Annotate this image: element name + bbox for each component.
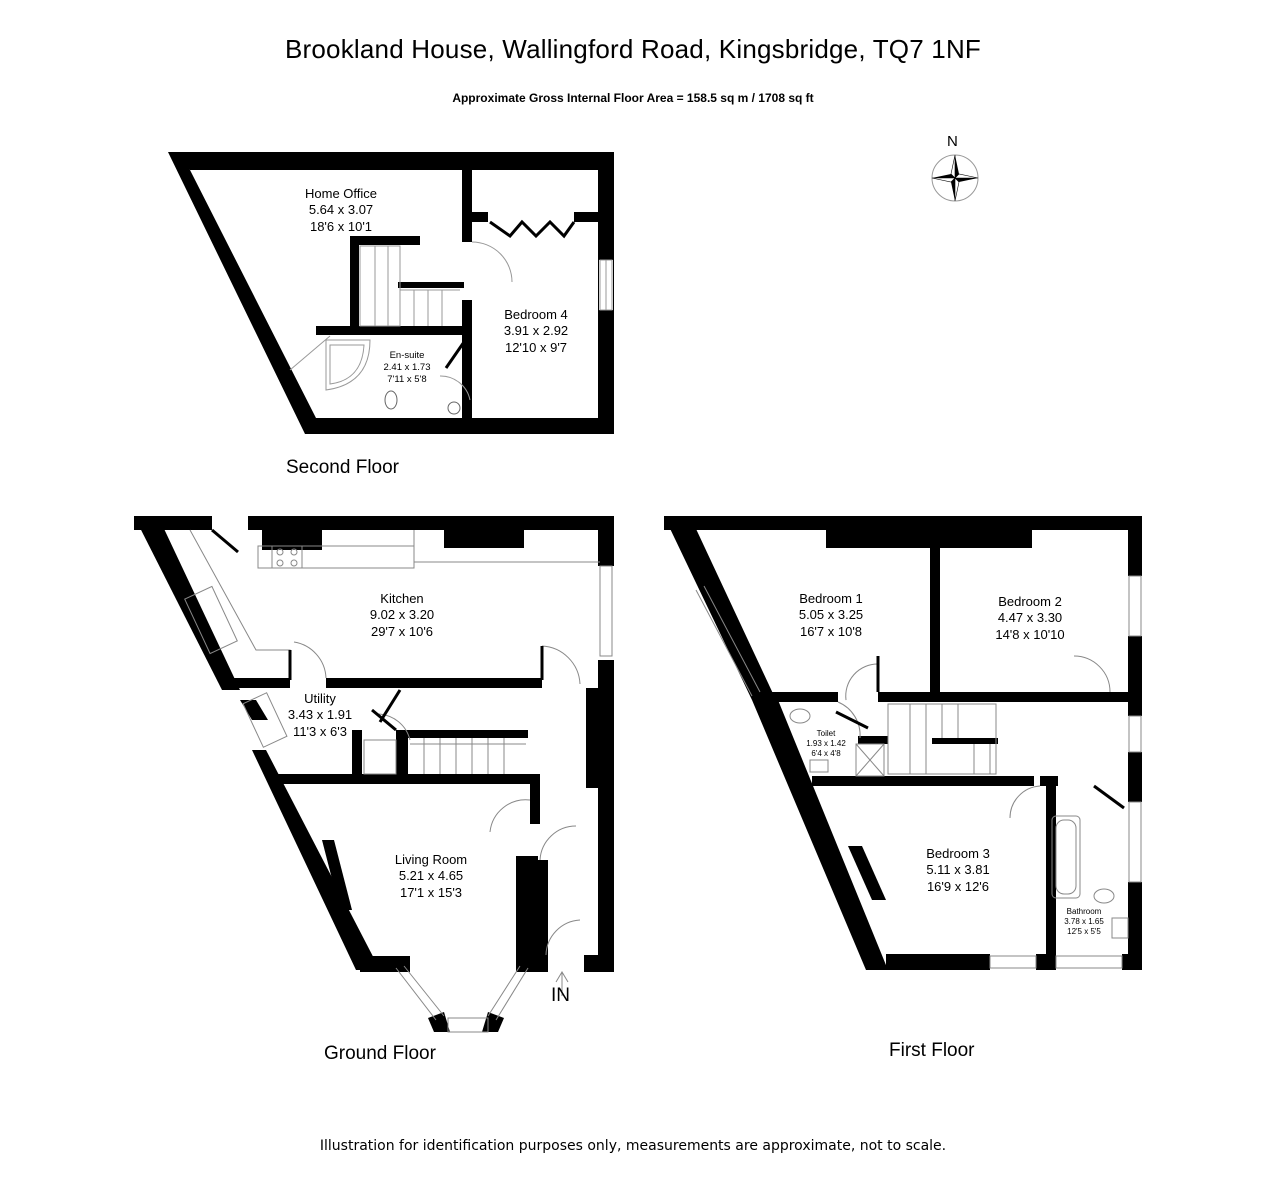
floor-area-summary: Approximate Gross Internal Floor Area = …: [452, 91, 814, 105]
room-name: En-suite: [389, 350, 425, 361]
room-imperial: 14'8 x 10'10: [995, 626, 1065, 642]
room-imperial: 7'11 x 5'8: [387, 373, 427, 385]
room-bedroom-3: Bedroom 3 5.11 x 3.81 16'9 x 12'6: [926, 846, 990, 895]
room-name: Living Room: [394, 852, 468, 867]
room-imperial: 29'7 x 10'6: [370, 623, 434, 639]
room-metric: 5.64 x 3.07: [308, 202, 374, 218]
room-metric: 5.11 x 3.81: [926, 862, 990, 878]
page-title: Brookland House, Wallingford Road, Kings…: [284, 34, 981, 64]
room-metric: 5.05 x 3.25: [798, 607, 864, 623]
room-name: Bathroom: [1066, 907, 1102, 916]
room-bedroom-2: Bedroom 2 4.47 x 3.30 14'8 x 10'10: [995, 594, 1064, 643]
floor-label-second: Second Floor: [286, 457, 400, 478]
compass-north-label: N: [947, 133, 958, 150]
room-name: Bedroom 1: [799, 591, 863, 606]
room-name: Bedroom 2: [998, 594, 1062, 609]
room-imperial: 16'9 x 12'6: [926, 878, 990, 894]
entrance-label: IN: [551, 985, 570, 1006]
room-living-room: Living Room 5.21 x 4.65 17'1 x 15'3: [395, 852, 467, 901]
room-bedroom-4: Bedroom 4 3.91 x 2.92 12'10 x 9'7: [504, 307, 568, 356]
room-metric: 9.02 x 3.20: [369, 607, 435, 623]
room-metric: 4.47 x 3.30: [997, 610, 1063, 626]
room-imperial: 18'6 x 10'1: [309, 218, 373, 234]
room-kitchen: Kitchen 9.02 x 3.20 29'7 x 10'6: [370, 591, 434, 640]
room-name: Kitchen: [380, 591, 424, 606]
room-name: Home Office: [304, 186, 378, 201]
room-bathroom: Bathroom 3.78 x 1.65 12'5 x 5'5: [1064, 907, 1104, 937]
room-imperial: 17'1 x 15'3: [399, 884, 463, 900]
room-metric: 3.78 x 1.65: [1064, 917, 1104, 926]
disclaimer: Illustration for identification purposes…: [319, 1138, 947, 1154]
room-metric: 3.91 x 2.92: [503, 323, 569, 339]
room-utility: Utility 3.43 x 1.91 11'3 x 6'3: [288, 691, 352, 740]
room-en-suite: En-suite 2.41 x 1.73 7'11 x 5'8: [383, 350, 430, 386]
room-imperial: 6'4 x 4'8: [811, 749, 841, 758]
room-imperial: 12'5 x 5'5: [1067, 927, 1101, 936]
floor-label-ground: Ground Floor: [324, 1043, 436, 1064]
compass-rose: [931, 154, 979, 202]
room-name: Utility: [304, 691, 336, 706]
room-name: Toilet: [816, 729, 836, 738]
room-imperial: 11'3 x 6'3: [293, 723, 347, 739]
room-metric: 5.21 x 4.65: [398, 868, 464, 884]
room-home-office: Home Office 5.64 x 3.07 18'6 x 10'1: [305, 186, 377, 235]
room-metric: 1.93 x 1.42: [806, 739, 846, 748]
second-floor-plan: [168, 152, 614, 434]
room-imperial: 16'7 x 10'8: [799, 623, 863, 639]
room-name: Bedroom 3: [926, 846, 990, 861]
floor-label-first: First Floor: [889, 1040, 975, 1061]
room-metric: 3.43 x 1.91: [287, 707, 353, 723]
room-toilet: Toilet 1.93 x 1.42 6'4 x 4'8: [806, 729, 846, 759]
first-floor-plan: [664, 516, 1142, 970]
room-metric: 2.41 x 1.73: [383, 361, 431, 373]
room-name: Bedroom 4: [504, 307, 568, 322]
room-imperial: 12'10 x 9'7: [504, 339, 568, 355]
room-bedroom-1: Bedroom 1 5.05 x 3.25 16'7 x 10'8: [799, 591, 863, 640]
